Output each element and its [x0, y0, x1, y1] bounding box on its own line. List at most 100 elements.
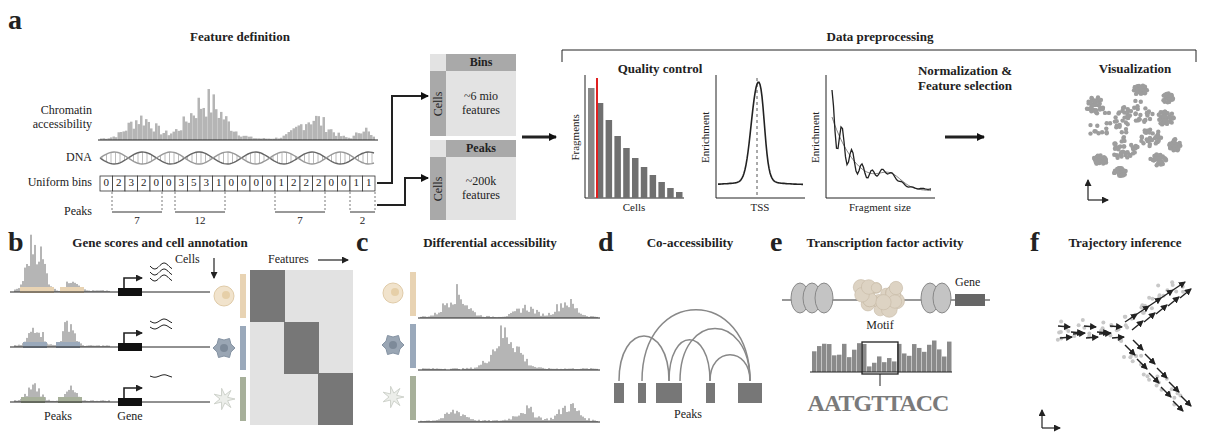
- histogram-bar: [318, 116, 321, 140]
- histogram-bar: [128, 123, 131, 140]
- velocity-arrow: [1125, 314, 1137, 322]
- histogram-bar: [532, 366, 534, 370]
- umap-point: [1133, 150, 1137, 154]
- umap-point: [1093, 109, 1097, 113]
- cell-point: [1150, 297, 1154, 301]
- histogram-bar: [118, 132, 121, 140]
- histogram-bar: [333, 132, 336, 140]
- cell-point: [1123, 315, 1127, 319]
- histogram-bar: [213, 94, 216, 140]
- cell-point: [1108, 333, 1112, 337]
- axis-label: 0: [329, 176, 335, 189]
- histogram-bar: [466, 305, 468, 318]
- bar: [614, 136, 621, 198]
- line: [192, 154, 193, 163]
- histogram-bar: [335, 136, 338, 140]
- bin-cell: [100, 176, 113, 191]
- histogram-bar: [198, 98, 201, 140]
- histogram-bar: [123, 131, 126, 140]
- line: [282, 152, 283, 164]
- histogram-bar: [436, 314, 438, 318]
- histogram-bar: [582, 417, 584, 422]
- matrix-header: Bins: [446, 54, 516, 71]
- velocity-arrow: [1099, 333, 1111, 334]
- axis-arrow: [318, 259, 348, 260]
- axis: [1042, 427, 1060, 428]
- umap-point: [1122, 139, 1126, 143]
- accessibility-bar: [927, 345, 932, 372]
- line: [350, 212, 375, 213]
- histogram-bar: [165, 131, 168, 140]
- accessibility-bar: [847, 357, 852, 372]
- cell-icon: [214, 388, 235, 409]
- cell-point: [1119, 339, 1123, 343]
- umap-point: [1150, 138, 1154, 142]
- line: [232, 153, 233, 163]
- histogram-bar: [315, 116, 318, 140]
- histogram-bar: [568, 411, 570, 422]
- umap-point: [1161, 162, 1165, 166]
- accessibility-bar: [947, 342, 952, 372]
- histogram-bar: [310, 124, 313, 140]
- accessibility-bar: [812, 351, 817, 372]
- axis-label: 0: [241, 176, 247, 189]
- cell-nucleus: [389, 341, 397, 349]
- coaccess-arc: [680, 329, 750, 382]
- line: [350, 192, 351, 212]
- cell-point: [1115, 328, 1119, 332]
- line: [880, 374, 881, 386]
- matrix-side: Cells: [430, 71, 446, 136]
- histogram-bar: [580, 314, 582, 318]
- line: [98, 140, 378, 141]
- histogram-bar: [486, 363, 488, 370]
- histogram-bar: [474, 312, 476, 318]
- dna-strand: [100, 152, 374, 164]
- histogram-bar: [542, 314, 544, 318]
- velocity-arrow: [1125, 345, 1135, 355]
- axis: [1088, 199, 1108, 200]
- cell-point: [1156, 283, 1160, 287]
- accessibility-bar: [887, 358, 892, 372]
- transcript: [150, 269, 172, 275]
- matrix-block: [250, 270, 285, 322]
- accessibility-bar: [907, 356, 912, 372]
- bin-cell: [113, 176, 126, 191]
- histogram-bar: [325, 132, 328, 140]
- velocity-arrow: [1157, 368, 1167, 378]
- histogram-bar: [140, 116, 143, 140]
- histogram-bar: [240, 137, 243, 140]
- umap-point: [1143, 128, 1147, 132]
- bar: [650, 175, 657, 198]
- histogram-bar: [536, 310, 538, 318]
- umap-point: [1088, 131, 1092, 135]
- umap-point: [1087, 107, 1091, 111]
- accessibility-bar: [832, 355, 837, 372]
- umap-point: [1133, 99, 1137, 103]
- umap-point: [1143, 106, 1147, 110]
- histogram-bar: [138, 124, 141, 140]
- line: [10, 402, 210, 403]
- umap-point: [1096, 103, 1100, 107]
- histogram-bar: [250, 137, 253, 140]
- accessibility-bar: [937, 349, 942, 372]
- histogram-bar: [588, 418, 590, 422]
- histogram-bar: [440, 418, 442, 422]
- histogram-bar: [32, 254, 34, 292]
- axis-label: Chromatin accessibility: [2, 104, 92, 132]
- line: [286, 152, 287, 163]
- line: [10, 292, 210, 293]
- histogram-bar: [158, 126, 161, 140]
- panel-letter: e: [770, 226, 782, 258]
- axis-label: 1: [354, 176, 360, 189]
- histogram-bar: [498, 346, 500, 370]
- umap-point: [1095, 124, 1099, 128]
- histogram-bar: [570, 404, 572, 422]
- histogram-bar: [440, 312, 442, 318]
- line: [162, 192, 163, 212]
- umap-point: [1112, 171, 1116, 175]
- matrix: [250, 270, 353, 425]
- line: [142, 152, 143, 164]
- histogram-bar: [508, 314, 510, 318]
- histogram-bar: [524, 414, 526, 422]
- axis-label: Cells: [175, 253, 200, 267]
